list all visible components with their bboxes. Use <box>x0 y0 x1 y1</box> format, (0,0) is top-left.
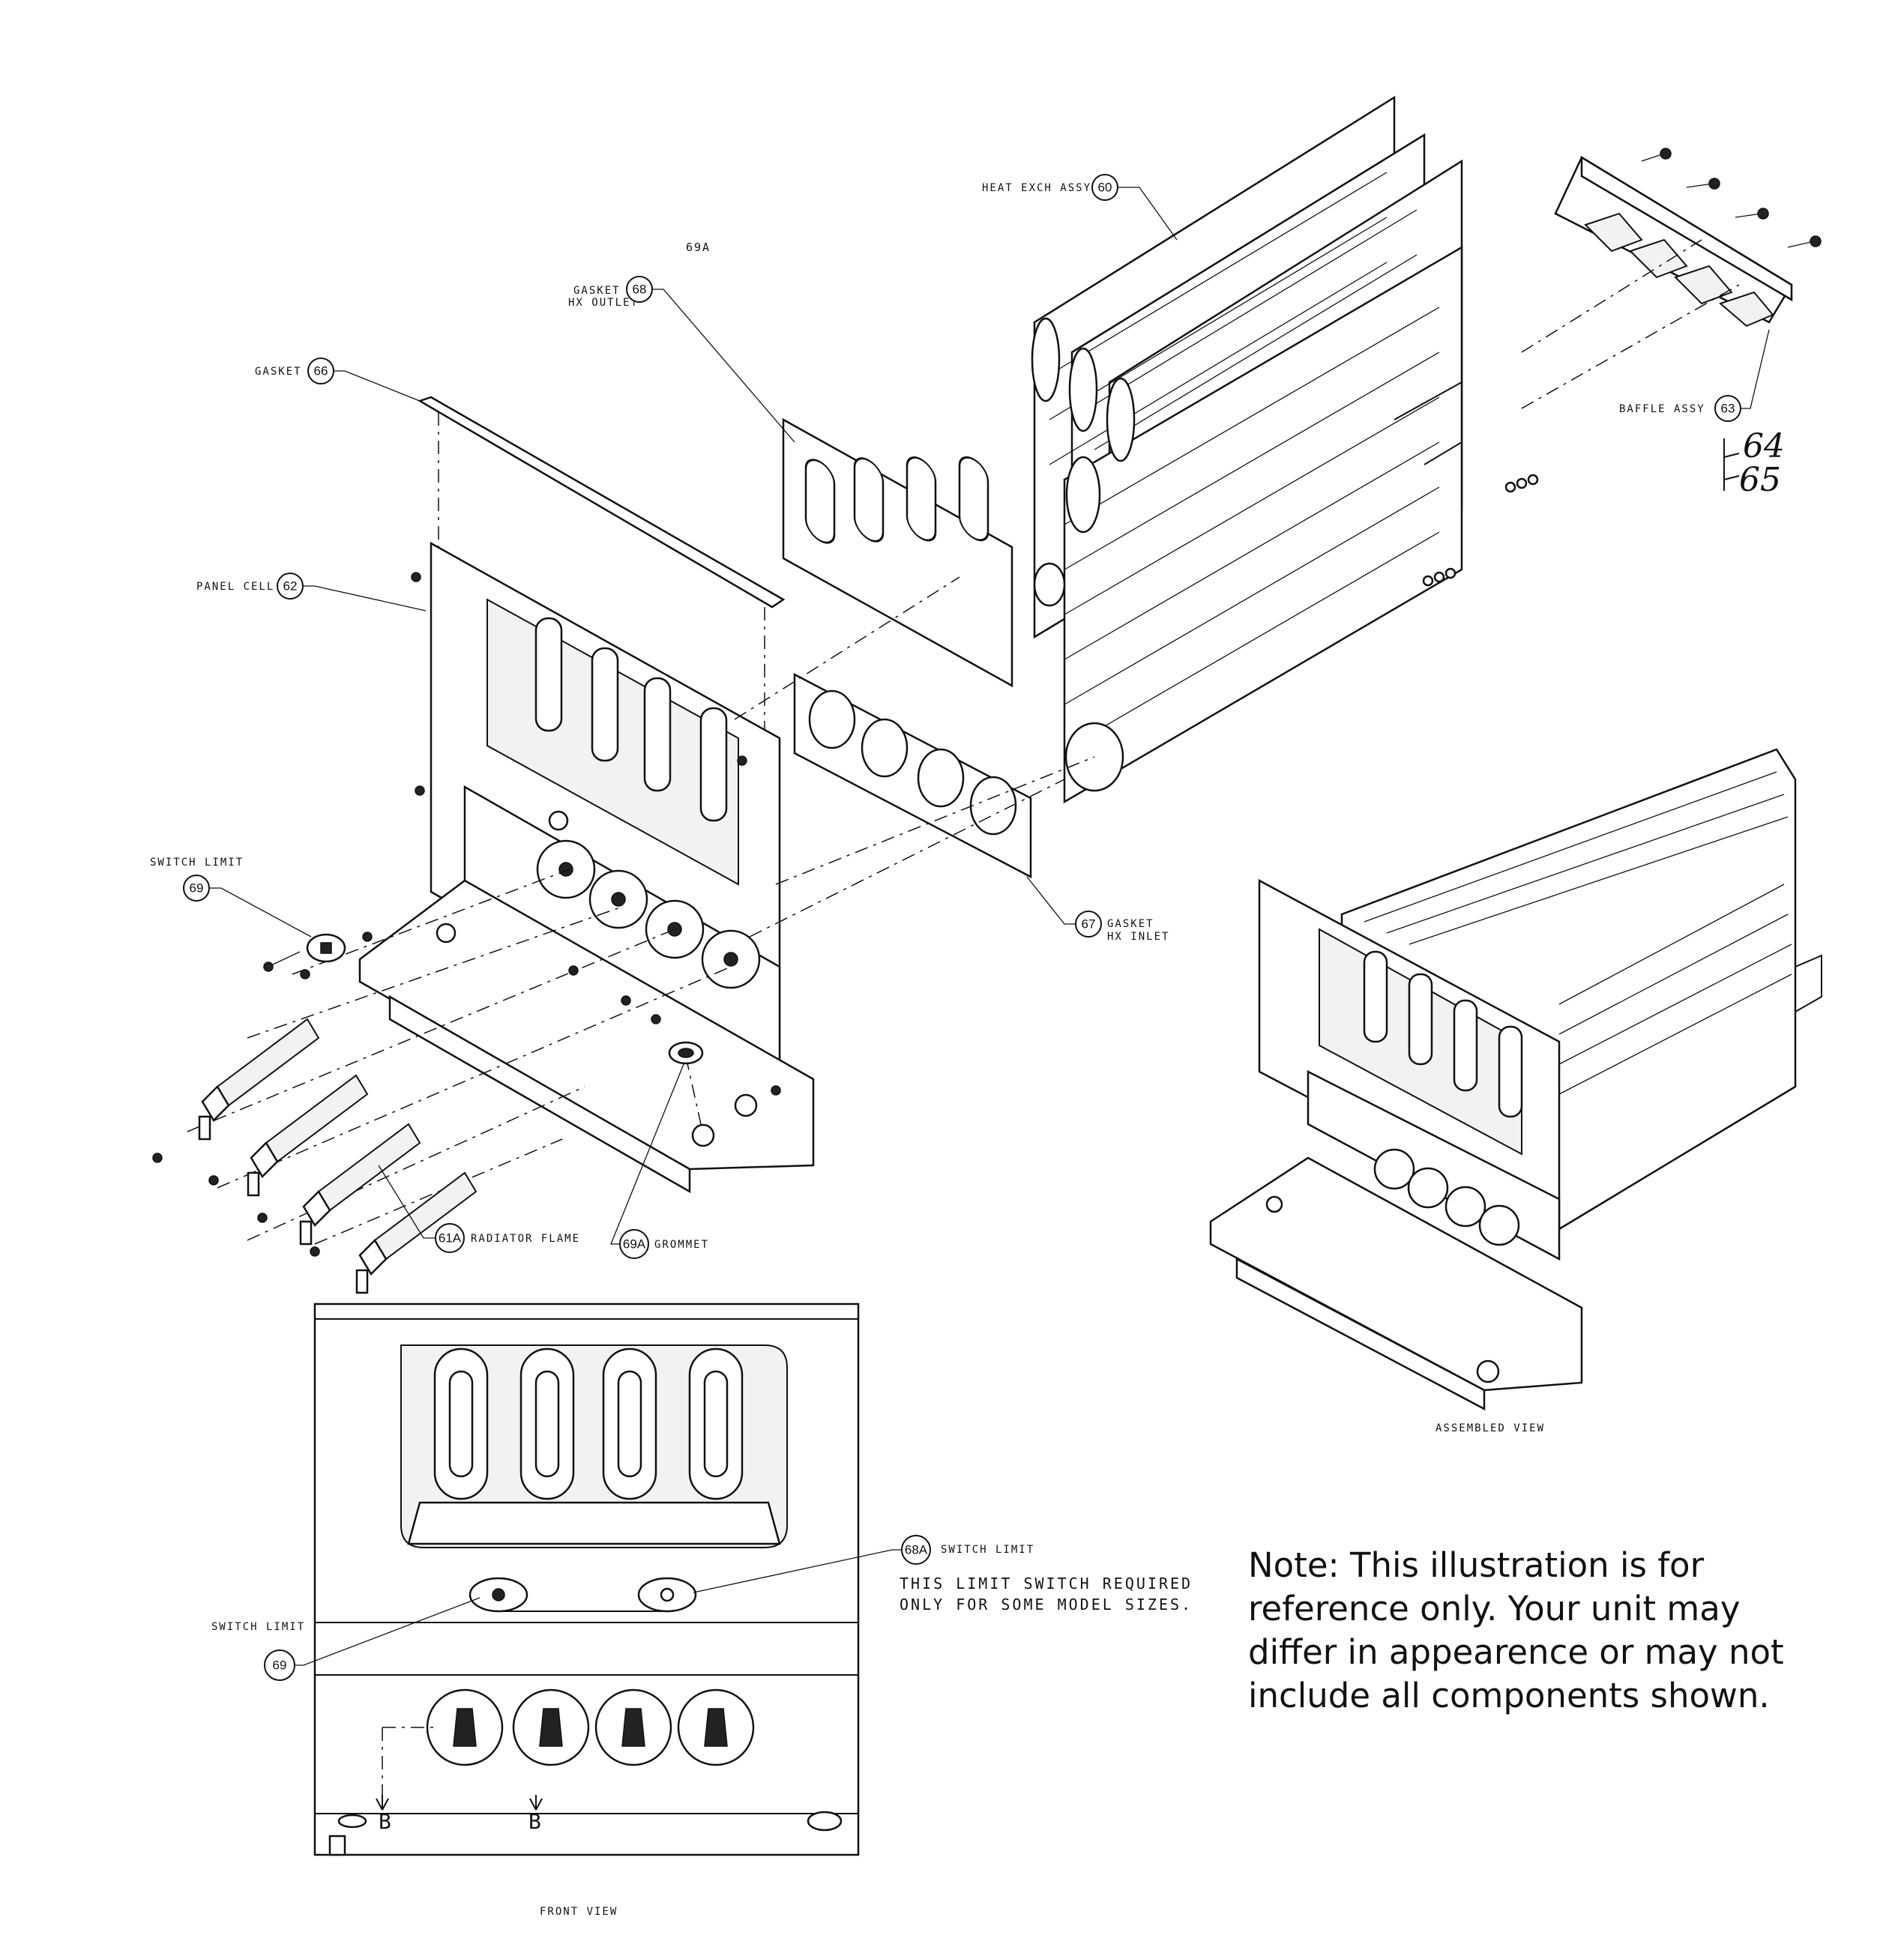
callout-panel-cell: PANEL CELL 62 <box>196 573 427 612</box>
stray-69a-label: 69A <box>686 241 711 254</box>
callout-baffle: BAFFLE ASSY 63 64 65 <box>1619 329 1785 499</box>
switch-limit-top-label: SWITCH LIMIT <box>150 857 244 869</box>
gasket-outlet-number: 68 <box>633 283 647 297</box>
front-view-label: FRONT VIEW <box>540 1906 618 1918</box>
baffle-number: 63 <box>1721 402 1735 416</box>
callout-heat-exch: HEAT EXCH ASSY 60 <box>982 174 1178 241</box>
switch-limit-front-label: SWITCH LIMIT <box>211 1621 305 1633</box>
switch-limit-part <box>263 932 373 979</box>
gasket-hx-outlet-part <box>782 417 1013 688</box>
limit-note-line1: THIS LIMIT SWITCH REQUIRED <box>900 1575 1193 1593</box>
callout-grommet: 69A GROMMET <box>610 1063 709 1259</box>
handwritten-65: 65 <box>1739 461 1781 499</box>
heat-exch-number: 60 <box>1098 181 1112 195</box>
radiator-flame-parts <box>152 1018 477 1294</box>
gasket-hx-inlet-part <box>793 672 1032 879</box>
gasket-label: GASKET <box>255 366 302 378</box>
gasket-strip-part <box>417 396 786 609</box>
handwritten-64: 64 <box>1743 427 1785 465</box>
heat-exchanger-assembly <box>1031 95 1539 804</box>
gasket-inlet-line2: HX INLET <box>1107 931 1169 943</box>
switch-limit-68a-label: SWITCH LIMIT <box>941 1544 1034 1556</box>
baffle-assembly <box>1521 148 1822 409</box>
grommet-part <box>668 1041 715 1147</box>
gasket-outlet-line1: GASKET <box>573 285 621 297</box>
assembled-view-drawing <box>1209 748 1822 1411</box>
explode-lines <box>187 576 1095 1245</box>
callout-gasket-inlet: 67 GASKET HX INLET <box>1026 876 1169 943</box>
panel-cell-part <box>358 541 815 1194</box>
panel-cell-label: PANEL CELL <box>196 581 274 593</box>
radiator-flame-number: 61A <box>439 1231 462 1246</box>
gasket-inlet-line1: GASKET <box>1107 918 1154 930</box>
grommet-label: GROMMET <box>654 1239 709 1251</box>
switch-limit-68a-number: 68A <box>905 1543 928 1557</box>
section-b-right: B <box>528 1809 543 1834</box>
callout-switch-limit-front: SWITCH LIMIT 69 <box>211 1597 480 1681</box>
radiator-flame-label: RADIATOR FLAME <box>471 1233 580 1245</box>
gasket-number: 66 <box>314 364 328 378</box>
reference-note: Note: This illustration is for reference… <box>1248 1545 1784 1715</box>
heat-exch-label: HEAT EXCH ASSY <box>982 182 1091 194</box>
switch-limit-top-number: 69 <box>190 881 204 896</box>
callout-gasket: GASKET 66 <box>255 357 421 402</box>
section-b-left: B <box>379 1809 393 1834</box>
gasket-outlet-line2: HX OUTLET <box>568 297 639 309</box>
limit-note-line2: ONLY FOR SOME MODEL SIZES. <box>900 1596 1193 1614</box>
switch-limit-front-number: 69 <box>273 1658 287 1673</box>
baffle-label: BAFFLE ASSY <box>1619 403 1705 415</box>
callout-switch-limit-top: SWITCH LIMIT 69 <box>150 857 312 938</box>
panel-cell-number: 62 <box>283 579 298 594</box>
gasket-inlet-number: 67 <box>1082 917 1096 932</box>
front-view-drawing <box>313 1302 860 1856</box>
callout-gasket-outlet: GASKET HX OUTLET 68 <box>568 276 795 443</box>
assembled-view-label: ASSEMBLED VIEW <box>1435 1422 1545 1434</box>
callout-switch-limit-68a: 68A SWITCH LIMIT THIS LIMIT SWITCH REQUI… <box>693 1535 1193 1614</box>
callout-radiator-flame: 61A RADIATOR FLAME <box>378 1165 580 1253</box>
grommet-number: 69A <box>623 1237 646 1252</box>
